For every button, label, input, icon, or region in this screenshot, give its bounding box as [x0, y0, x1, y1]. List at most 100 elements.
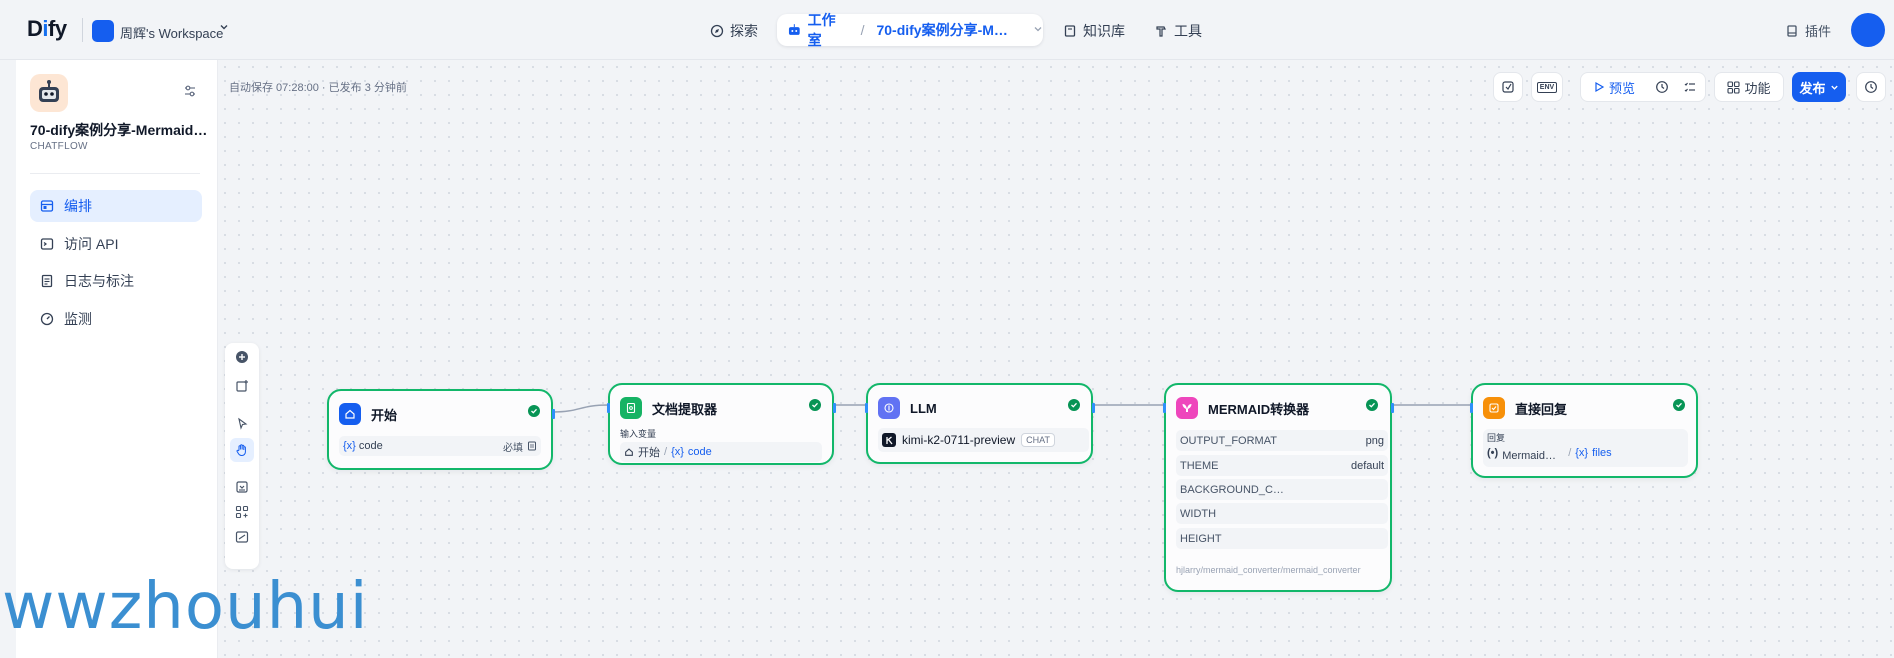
- start-variable-row[interactable]: {x} code 必填: [339, 436, 541, 456]
- variable-bracket-icon: (•): [1487, 447, 1499, 459]
- llm-model-name: kimi-k2-0711-preview: [902, 433, 1016, 447]
- book-icon: [1064, 25, 1076, 37]
- param-value: png: [1365, 434, 1384, 447]
- param-height: HEIGHT: [1176, 528, 1388, 549]
- app-sidebar: 70-dify案例分享-Mermaid转换器 CHATFLOW 编排 访问 AP…: [16, 60, 218, 658]
- node-answer[interactable]: 直接回复 回复 (•) Mermaid转换器 / {x} files: [1470, 383, 1698, 478]
- hammer-icon: [1156, 26, 1166, 37]
- document-icon: [620, 397, 642, 419]
- nav-explore[interactable]: 探索: [710, 18, 758, 44]
- organize-nodes-button[interactable]: [230, 500, 254, 524]
- pointer-mode-button[interactable]: [230, 411, 254, 435]
- dify-logo[interactable]: Dify: [27, 16, 67, 42]
- workflow-canvas[interactable]: [218, 60, 1894, 658]
- nav-knowledge[interactable]: 知识库: [1063, 18, 1125, 44]
- sidebar-item-logs[interactable]: 日志与标注: [30, 265, 202, 297]
- publish-label: 发布: [1799, 80, 1826, 96]
- edge-start-doc: [552, 404, 609, 413]
- header-divider: [82, 18, 83, 42]
- kimi-logo-icon: [882, 433, 896, 447]
- minimap-button[interactable]: [230, 525, 254, 549]
- features-button[interactable]: 功能: [1714, 72, 1784, 102]
- app-robot-icon: [30, 74, 68, 112]
- sidebar-item-label: 访问 API: [64, 236, 119, 252]
- node-llm-output-handle[interactable]: [1092, 403, 1095, 413]
- sidebar-item-api[interactable]: 访问 API: [30, 228, 202, 260]
- variable-prefix: {x}: [671, 446, 684, 458]
- chevron-down-icon[interactable]: [219, 22, 229, 35]
- hand-icon: [236, 444, 246, 456]
- node-start[interactable]: 开始 {x} code 必填: [327, 389, 555, 470]
- history-run-button[interactable]: [1655, 80, 1669, 94]
- sidebar-app-type: CHATFLOW: [30, 141, 88, 152]
- variable-prefix: {x}: [1575, 447, 1589, 459]
- sidebar-divider: [30, 173, 200, 174]
- node-mermaid-output-handle[interactable]: [1391, 403, 1394, 413]
- node-doc-input-handle[interactable]: [607, 403, 610, 413]
- user-avatar[interactable]: [1851, 13, 1885, 47]
- list-check-icon: [1684, 82, 1696, 92]
- plugin-icon: [1787, 24, 1797, 37]
- hand-mode-button[interactable]: [230, 438, 254, 462]
- node-start-output-handle[interactable]: [552, 409, 555, 419]
- param-output-format: OUTPUT_FORMAT png: [1176, 430, 1388, 451]
- plus-circle-icon: [236, 351, 248, 363]
- node-llm-header: LLM: [878, 397, 937, 419]
- node-start-header: 开始: [339, 403, 397, 425]
- chevron-down-icon[interactable]: [1033, 24, 1043, 37]
- plugins-button[interactable]: 插件: [1785, 21, 1831, 40]
- history-icon: [1865, 81, 1877, 93]
- minimap-icon: [235, 531, 249, 543]
- export-image-button[interactable]: [230, 475, 254, 499]
- param-key: WIDTH: [1180, 507, 1217, 520]
- note-add-icon: [236, 380, 248, 392]
- add-note-button[interactable]: [230, 374, 254, 398]
- checklist-button[interactable]: [1493, 72, 1523, 102]
- node-mermaid-input-handle[interactable]: [1163, 403, 1166, 413]
- nav-tools[interactable]: 工具: [1154, 18, 1202, 44]
- file-icon: [528, 441, 536, 451]
- env-button[interactable]: ENV: [1531, 72, 1563, 102]
- success-check-icon: [1366, 399, 1378, 411]
- add-node-button[interactable]: [230, 345, 254, 369]
- version-history-button[interactable]: [1856, 72, 1886, 102]
- start-variable-name: code: [358, 440, 383, 452]
- node-llm[interactable]: LLM kimi-k2-0711-preview CHAT: [865, 383, 1095, 464]
- tool-provider-path: hjlarry/mermaid_converter/mermaid_conver…: [1176, 565, 1361, 575]
- nav-slash: /: [860, 22, 865, 38]
- node-llm-input-handle[interactable]: [865, 403, 868, 413]
- publish-button[interactable]: 发布: [1792, 72, 1846, 102]
- preview-button[interactable]: 预览: [1593, 78, 1635, 97]
- node-llm-title: LLM: [910, 400, 937, 416]
- sidebar-item-label: 日志与标注: [64, 273, 134, 289]
- node-answer-input-handle[interactable]: [1470, 403, 1473, 413]
- workspace-name[interactable]: 周辉's Workspace: [120, 26, 224, 41]
- input-variable-label: 输入变量: [620, 429, 657, 439]
- param-background-color: BACKGROUND_COLOR: [1176, 479, 1388, 500]
- apps-icon: [1727, 80, 1741, 94]
- sliders-icon[interactable]: [183, 84, 197, 101]
- answer-content-box[interactable]: 回复 (•) Mermaid转换器 / {x} files: [1483, 429, 1688, 467]
- workspace-avatar[interactable]: [92, 20, 114, 42]
- env-label: ENV: [1536, 81, 1558, 93]
- terminal-icon: [40, 238, 54, 250]
- doc-input-variable[interactable]: 开始 / {x} code: [620, 442, 822, 462]
- success-check-icon: [809, 399, 821, 411]
- sidebar-item-monitor[interactable]: 监测: [30, 303, 202, 335]
- history-icon: [1656, 81, 1668, 93]
- param-value: default: [1350, 459, 1384, 472]
- checklist-toggle[interactable]: [1683, 80, 1697, 94]
- param-key: OUTPUT_FORMAT: [1180, 434, 1277, 447]
- sidebar-item-orchestrate[interactable]: 编排: [30, 190, 202, 222]
- node-doc-extractor[interactable]: 文档提取器 输入变量 开始 / {x} code: [607, 383, 836, 465]
- mermaid-logo-icon: [1176, 397, 1198, 419]
- grid-plus-icon: [235, 505, 249, 519]
- node-doc-output-handle[interactable]: [833, 403, 836, 413]
- llm-model-row[interactable]: kimi-k2-0711-preview CHAT: [878, 428, 1089, 452]
- node-mermaid-title: MERMAID转换器: [1208, 401, 1310, 417]
- required-tag: 必填: [503, 442, 523, 454]
- success-check-icon: [528, 405, 540, 417]
- node-mermaid-converter[interactable]: MERMAID转换器 OUTPUT_FORMAT png THEME defau…: [1163, 383, 1394, 592]
- nav-studio[interactable]: 工作室 / 70-dify案例分享-Mermaid转换器: [777, 12, 1043, 48]
